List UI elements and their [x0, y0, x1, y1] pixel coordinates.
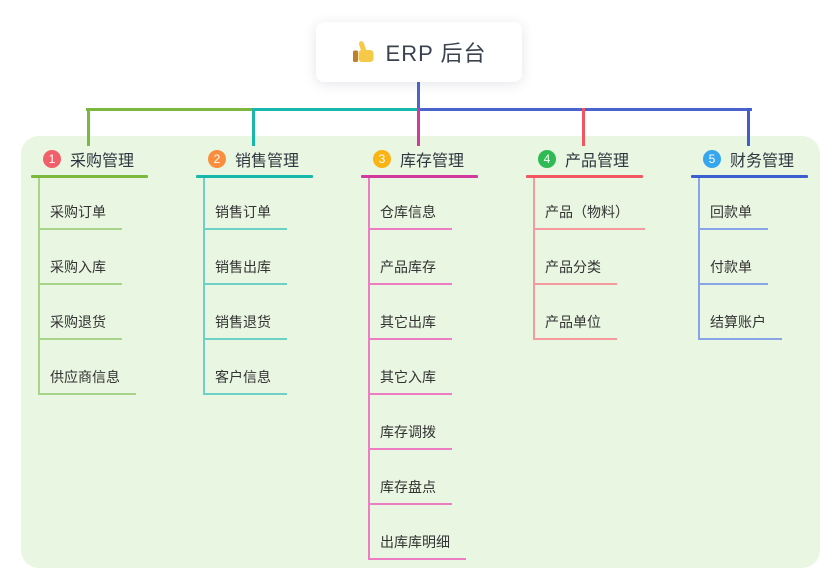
branch-underline	[691, 175, 808, 178]
mindmap-node[interactable]: 回款单	[698, 202, 768, 230]
mindmap-node[interactable]: 仓库信息	[368, 202, 452, 230]
mindmap-node[interactable]: 采购入库	[38, 257, 122, 285]
children-spine-line	[533, 178, 535, 340]
branch-title-2[interactable]: 2 销售管理	[196, 145, 361, 172]
branch-number-badge: 1	[43, 149, 61, 168]
bus-segment-teal	[253, 108, 418, 111]
branch-column-4: 4 产品管理产品（物料） 产品分类产品单位	[526, 145, 691, 340]
branch-title-3[interactable]: 3 库存管理	[361, 145, 526, 172]
mindmap-node[interactable]: 销售出库	[203, 257, 287, 285]
mindmap-node[interactable]: 客户信息	[203, 367, 287, 395]
mindmap-node[interactable]: 销售退货	[203, 312, 287, 340]
branch-underline	[526, 175, 643, 178]
mindmap-node[interactable]: 产品分类	[533, 257, 617, 285]
branch-column-2: 2 销售管理销售订单销售出库销售退货客户信息	[196, 145, 361, 395]
mindmap-node[interactable]: 库存调拨	[368, 422, 452, 450]
branches-background-panel	[21, 136, 820, 568]
root-node-erp[interactable]: ERP 后台	[316, 22, 522, 82]
children-spine-line	[698, 178, 700, 340]
branch-underline	[361, 175, 478, 178]
mindmap-node[interactable]: 库存盘点	[368, 477, 452, 505]
mindmap-node[interactable]: 产品库存	[368, 257, 452, 285]
mindmap-node[interactable]: 付款单	[698, 257, 768, 285]
branch-underline	[31, 175, 148, 178]
bus-segment-blue	[418, 108, 752, 111]
branch-column-3: 3 库存管理仓库信息产品库存其它出库其它入库库存调拨库存盘点出库库明细	[361, 145, 526, 560]
branch-top-connector	[747, 108, 750, 146]
branch-column-1: 1 采购管理采购订单采购入库采购退货供应商信息	[31, 145, 196, 395]
branch-title-label: 销售管理	[235, 152, 300, 170]
thumbs-up-icon	[352, 40, 376, 64]
branch-underline	[196, 175, 313, 178]
branch-title-4[interactable]: 4 产品管理	[526, 145, 691, 172]
mindmap-node[interactable]: 结算账户	[698, 312, 782, 340]
children-spine-line	[368, 178, 370, 560]
branch-title-label: 财务管理	[730, 152, 795, 170]
branch-title-5[interactable]: 5 财务管理	[691, 145, 839, 172]
branch-title-1[interactable]: 1 采购管理	[31, 145, 196, 172]
branch-title-label: 库存管理	[400, 152, 465, 170]
branch-number-badge: 3	[373, 149, 391, 168]
mindmap-node[interactable]: 产品（物料）	[533, 202, 645, 230]
branch-number-badge: 4	[538, 149, 556, 168]
branch-top-connector	[87, 108, 90, 146]
mindmap-node[interactable]: 销售订单	[203, 202, 287, 230]
branch-number-badge: 5	[703, 149, 721, 168]
branch-top-connector	[252, 108, 255, 146]
branch-title-label: 采购管理	[70, 152, 135, 170]
mindmap-node[interactable]: 产品单位	[533, 312, 617, 340]
branch-column-5: 5 财务管理回款单付款单结算账户	[691, 145, 839, 340]
mindmap-node[interactable]: 采购退货	[38, 312, 122, 340]
children-spine-line	[38, 178, 40, 395]
branch-top-connector	[582, 108, 585, 146]
root-connector-line	[417, 82, 420, 111]
root-node-label: ERP 后台	[385, 41, 487, 66]
branch-top-connector	[417, 108, 420, 146]
mindmap-node[interactable]: 采购订单	[38, 202, 122, 230]
branch-title-label: 产品管理	[565, 152, 630, 170]
mindmap-node[interactable]: 供应商信息	[38, 367, 136, 395]
mindmap-node[interactable]: 其它出库	[368, 312, 452, 340]
mindmap-node[interactable]: 出库库明细	[368, 532, 466, 560]
children-spine-line	[203, 178, 205, 395]
bus-segment-green	[86, 108, 253, 111]
branch-number-badge: 2	[208, 149, 226, 168]
mindmap-node[interactable]: 其它入库	[368, 367, 452, 395]
